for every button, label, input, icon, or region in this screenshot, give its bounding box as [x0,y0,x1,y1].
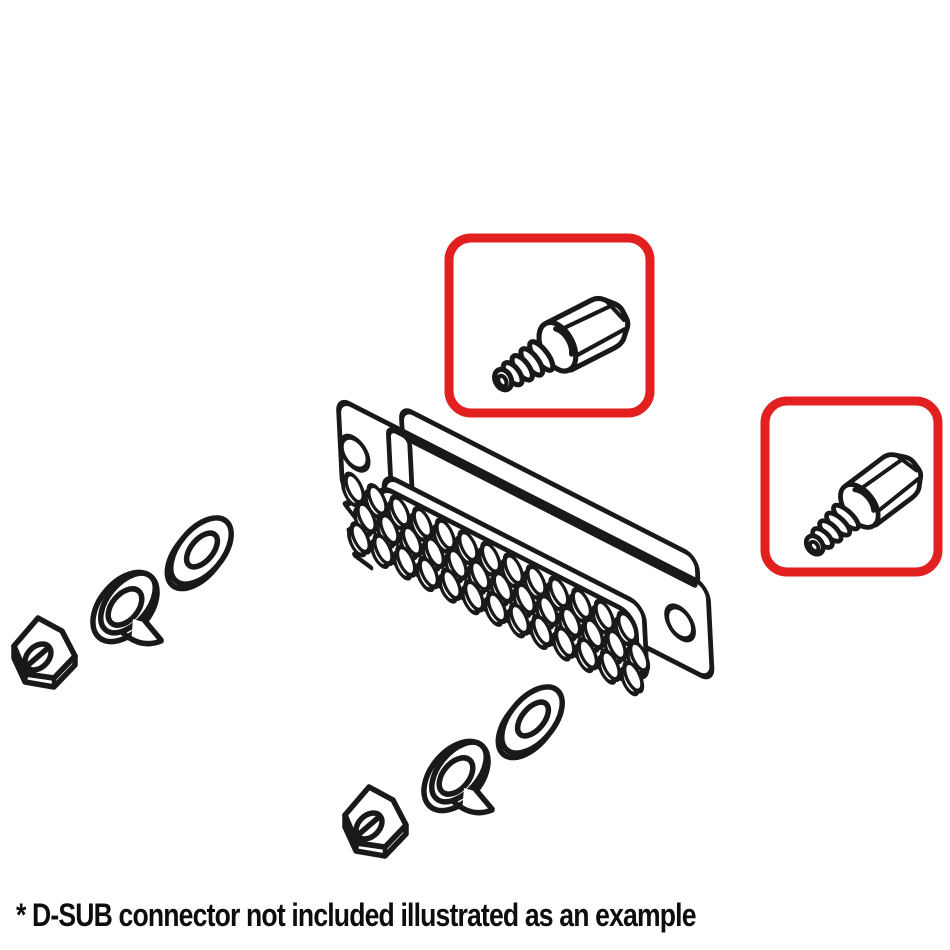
hardware-set-left [14,507,243,687]
jackscrew-standoff-top [482,290,636,403]
connector-shell-edge-band [402,430,698,588]
flange-hole-left [338,433,371,473]
hardware-set-bottom [345,676,574,856]
d-sub-connector-drawing [336,399,715,743]
disclaimer-caption: * D-SUB connector not included illustrat… [16,897,696,933]
jackscrew-standoff-right [792,445,931,567]
highlight-box-right [760,396,943,577]
flange-hole-right [664,603,696,643]
highlight-box-top [444,233,655,418]
